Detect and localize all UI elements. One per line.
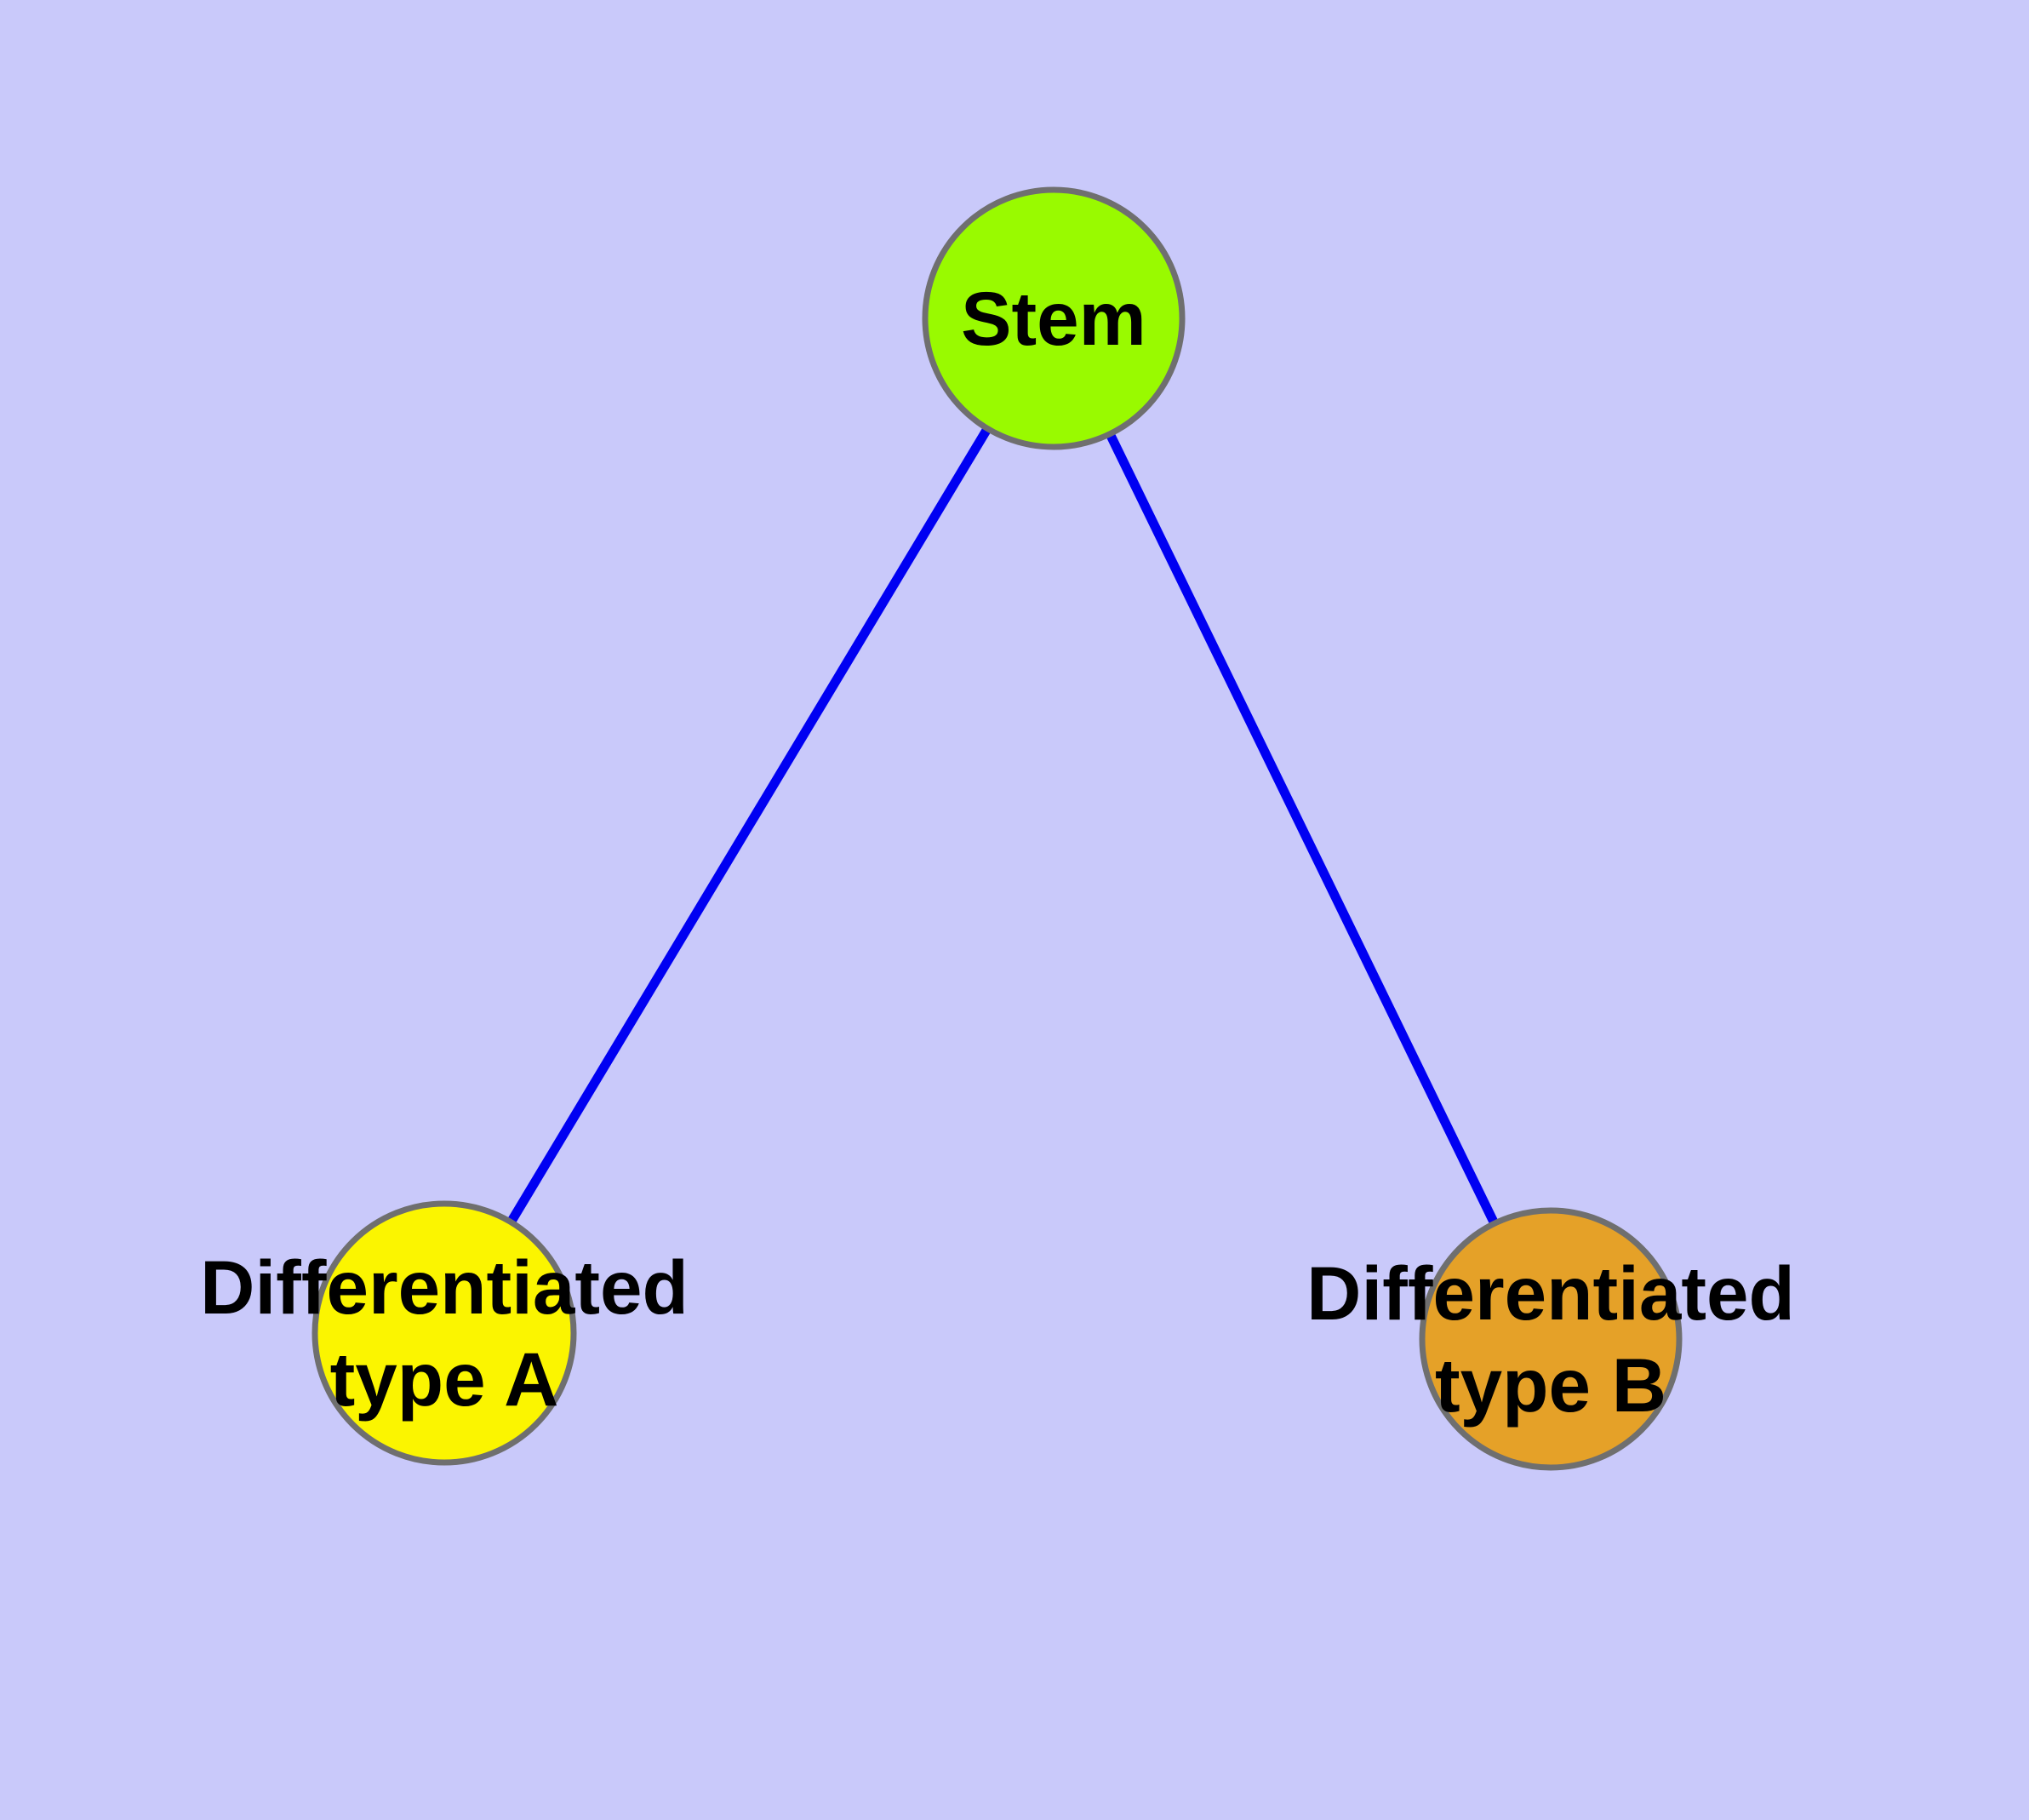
node-type-b-label-line2: type B [1434,1342,1666,1428]
node-stem-label: Stem [961,276,1146,361]
node-type-b-circle [1419,1207,1683,1471]
node-type-a-circle [311,1200,577,1466]
node-type-b-label: Differentiated type B [1306,1247,1795,1431]
edge-stem-to-type-b [1049,316,1555,1342]
node-type-a-label-line1: Differentiated [200,1245,689,1330]
node-stem-circle [922,186,1186,450]
node-type-a-label-line2: type A [329,1336,559,1422]
node-type-b-label-line1: Differentiated [1306,1251,1795,1336]
edge-stem-to-type-a [440,316,1058,1336]
node-type-a-label: Differentiated type A [200,1241,689,1425]
